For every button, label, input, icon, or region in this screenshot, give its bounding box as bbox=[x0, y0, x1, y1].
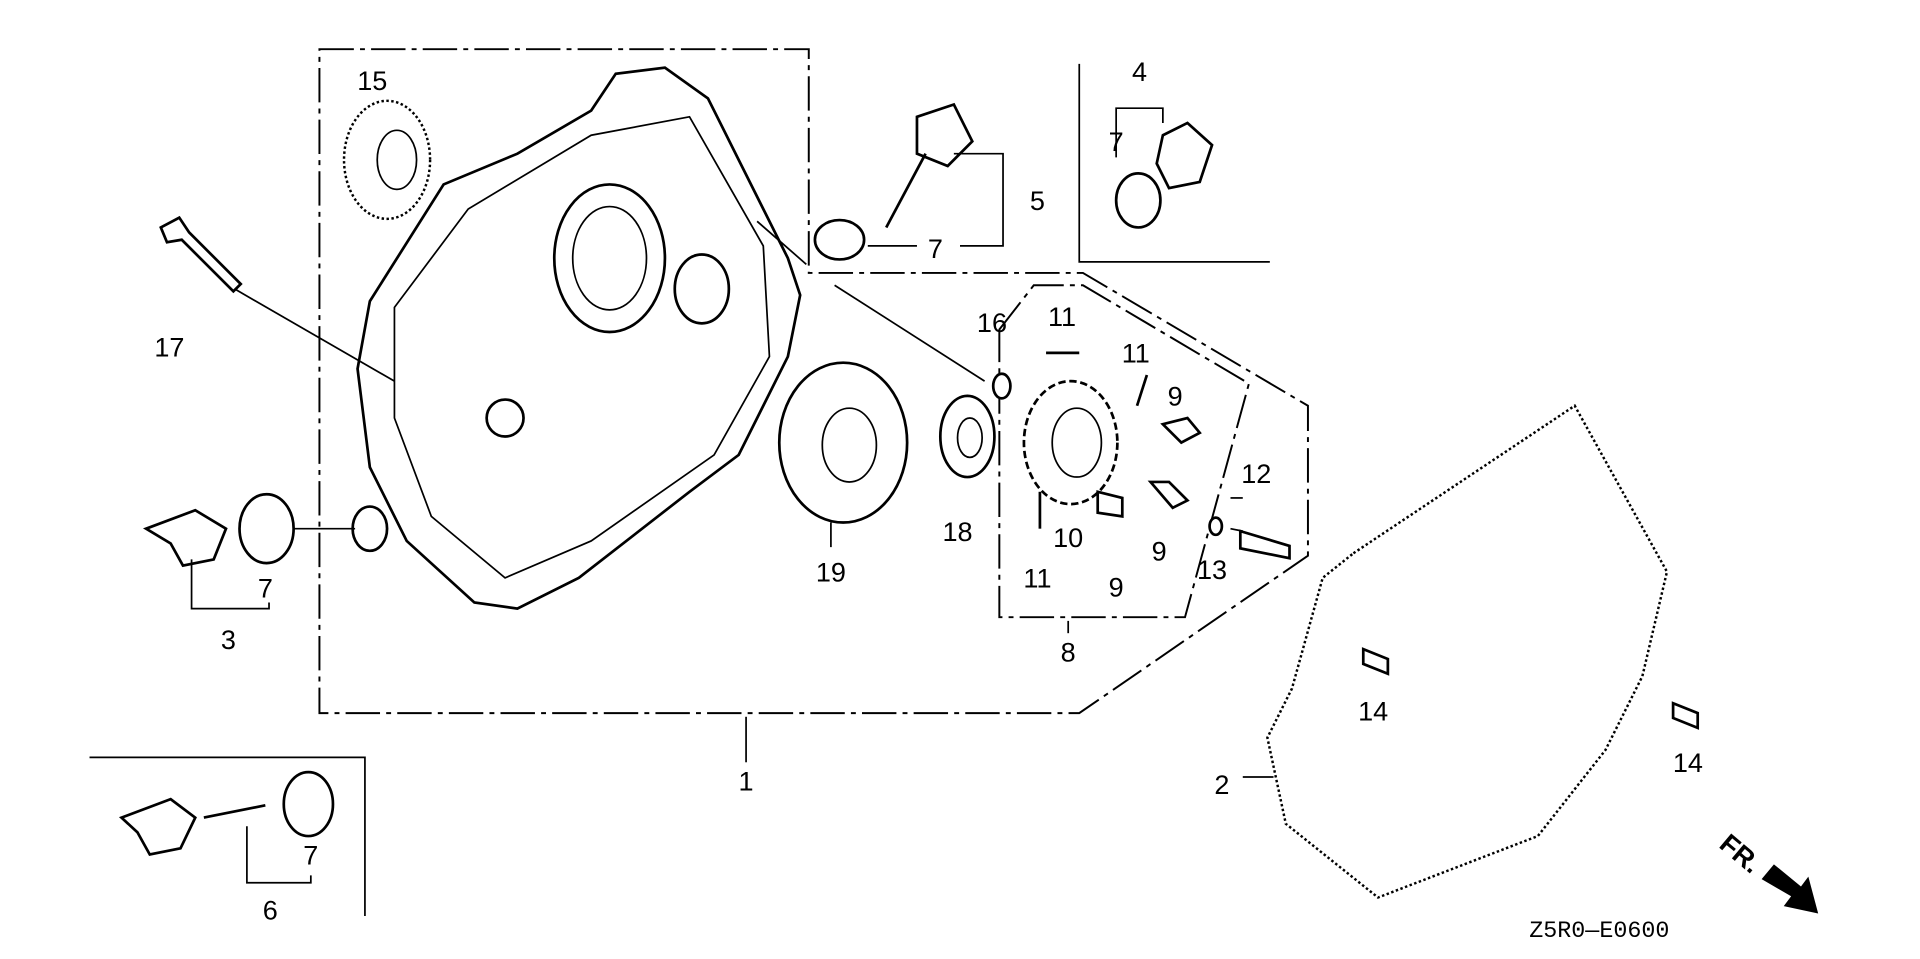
group-box-6 bbox=[89, 756, 366, 916]
front-direction-arrow: FR. bbox=[1714, 828, 1819, 914]
callout-17: 17 bbox=[154, 333, 184, 363]
gasket-2 bbox=[1266, 403, 1669, 899]
callout-5: 5 bbox=[1030, 186, 1045, 216]
bearing-19 bbox=[777, 361, 909, 524]
dowel-pin-14a bbox=[1361, 647, 1390, 676]
direction-label: FR. bbox=[1714, 828, 1767, 879]
group-box-4 bbox=[1078, 63, 1270, 263]
arrow-icon bbox=[1761, 864, 1819, 914]
callout-11: 11 bbox=[1048, 302, 1076, 332]
callout-3: 3 bbox=[221, 625, 236, 655]
slider-9c bbox=[1096, 490, 1124, 518]
callout-12: 12 bbox=[1241, 459, 1271, 489]
callout-2: 2 bbox=[1214, 770, 1229, 800]
callout-13: 13 bbox=[1197, 555, 1227, 585]
callout-9: 9 bbox=[1168, 382, 1183, 412]
oil-seal-15 bbox=[342, 99, 432, 221]
callout-19: 19 bbox=[816, 558, 846, 588]
drain-plug-4 bbox=[1114, 121, 1214, 229]
callout-15: 15 bbox=[357, 66, 387, 96]
callouts: 15 17 7 3 5 7 4 7 16 11 11 9 12 19 18 10… bbox=[154, 57, 1702, 926]
crankcase-cover bbox=[351, 66, 802, 610]
callout-9: 9 bbox=[1109, 572, 1124, 602]
callout-7: 7 bbox=[1109, 127, 1124, 157]
pin-11b bbox=[1135, 374, 1149, 407]
callout-4: 4 bbox=[1132, 57, 1147, 87]
callout-7: 7 bbox=[303, 840, 318, 870]
callout-9: 9 bbox=[1152, 537, 1167, 567]
dowel-pin-14b bbox=[1671, 701, 1700, 730]
oil-filler-cap-3 bbox=[142, 492, 295, 568]
callout-11: 11 bbox=[1122, 339, 1150, 369]
weight-9a bbox=[1160, 416, 1202, 445]
bearing-18 bbox=[938, 394, 996, 479]
callout-7: 7 bbox=[928, 234, 943, 264]
drawing-code: Z5R0—E0600 bbox=[1529, 919, 1669, 945]
callout-6: 6 bbox=[263, 896, 278, 926]
shaft-12 bbox=[1238, 529, 1291, 560]
callout-7: 7 bbox=[258, 574, 273, 604]
callout-1: 1 bbox=[739, 767, 754, 797]
callout-11: 11 bbox=[1023, 564, 1051, 594]
callout-14: 14 bbox=[1673, 748, 1703, 778]
washer-13 bbox=[1208, 516, 1224, 537]
leader-lines bbox=[190, 107, 1274, 884]
dipstick-5 bbox=[813, 102, 974, 261]
callout-18: 18 bbox=[943, 517, 973, 547]
callout-16: 16 bbox=[977, 308, 1007, 338]
weight-9b bbox=[1147, 480, 1190, 510]
callout-14: 14 bbox=[1358, 696, 1388, 726]
washer-16 bbox=[991, 372, 1012, 400]
governor-gear-10 bbox=[1022, 379, 1119, 506]
bolt-17 bbox=[159, 215, 243, 294]
callout-10: 10 bbox=[1053, 523, 1083, 553]
group-box-1 bbox=[318, 48, 1309, 715]
dipstick-6 bbox=[118, 770, 335, 857]
callout-8: 8 bbox=[1061, 637, 1076, 667]
group-box-8 bbox=[998, 284, 1251, 619]
